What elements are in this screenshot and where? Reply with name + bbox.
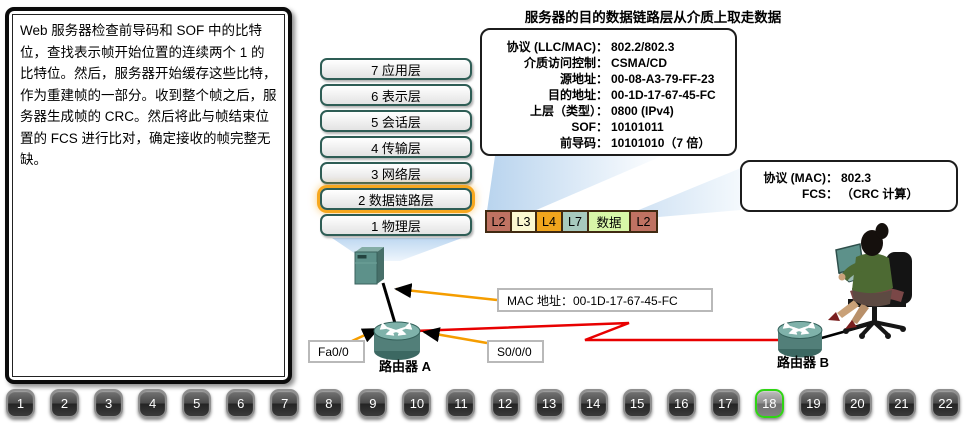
frame-segment-l3: L3 [512, 212, 537, 231]
osi-layer-3: 3 网络层 [320, 162, 472, 184]
nav-button-4[interactable]: 4 [138, 389, 168, 418]
callout-row: 上层（类型）：0800 (IPv4) [486, 103, 727, 119]
router-b-icon [777, 321, 823, 358]
osi-stack: 7 应用层 6 表示层 5 会话层 4 传输层 3 网络层 2 数据链路层 1 … [320, 58, 472, 240]
frame-segment-l2-trailer: L2 [631, 212, 656, 231]
frame-segment-l7: L7 [563, 212, 589, 231]
frame-segment-data: 数据 [589, 212, 631, 231]
frame-segment-l2-header: L2 [487, 212, 512, 231]
nav-button-11[interactable]: 11 [446, 389, 476, 418]
nav-button-8[interactable]: 8 [314, 389, 344, 418]
osi-layer-4: 4 传输层 [320, 136, 472, 158]
router-a-icon [373, 321, 421, 360]
callout-row: 目的地址：00-1D-17-67-45-FC [486, 87, 727, 103]
beam-stack-to-server [332, 238, 462, 261]
row-label: 目的地址： [547, 88, 608, 102]
mac-address-tag: MAC 地址：00-1D-17-67-45-FC [497, 288, 713, 312]
fa-port-tag: Fa0/0 [308, 340, 365, 363]
description-panel: Web 服务器检查前导码和 SOF 中的比特位，查找表示帧开始位置的连续两个 1… [5, 7, 292, 384]
row-label: 介质访问控制： [523, 56, 608, 70]
nav-button-19[interactable]: 19 [798, 389, 828, 418]
nav-button-14[interactable]: 14 [578, 389, 608, 418]
nav-button-21[interactable]: 21 [886, 389, 916, 418]
person-at-computer [828, 223, 912, 339]
row-value: （CRC 计算） [841, 187, 919, 201]
row-label: 上层（类型）： [529, 104, 608, 118]
nav-button-1[interactable]: 1 [6, 389, 35, 418]
osi-layer-2-highlighted: 2 数据链路层 [320, 188, 472, 210]
osi-layer-1: 1 物理层 [320, 214, 472, 236]
fcs-callout: 协议 (MAC)：802.3 FCS：（CRC 计算） [740, 160, 958, 212]
serial-link-line [413, 321, 787, 342]
osi-layer-7: 7 应用层 [320, 58, 472, 80]
row-label: FCS： [801, 187, 838, 201]
description-text: Web 服务器检查前导码和 SOF 中的比特位，查找表示帧开始位置的连续两个 1… [12, 14, 285, 377]
s-port-tag: S0/0/0 [487, 340, 544, 363]
nav-button-17[interactable]: 17 [710, 389, 740, 418]
callout-row: 源地址：00-08-A3-79-FF-23 [486, 71, 727, 87]
nav-button-9[interactable]: 9 [358, 389, 388, 418]
nav-button-7[interactable]: 7 [270, 389, 300, 418]
row-label: 源地址： [559, 72, 608, 86]
row-value: 10101011 [611, 120, 664, 134]
row-value: CSMA/CD [611, 56, 667, 70]
row-label: 协议 (LLC/MAC)： [506, 40, 608, 54]
nav-button-2[interactable]: 2 [50, 389, 80, 418]
row-value: 10101010（7 倍） [611, 136, 711, 150]
nav-button-12[interactable]: 12 [490, 389, 520, 418]
slide-navigation: 1 2 3 4 5 6 7 8 9 10 11 12 13 14 15 16 1… [6, 389, 960, 418]
beam-callout-to-frame-left [487, 156, 662, 211]
row-label: SOF： [571, 120, 608, 134]
callout-row: 介质访问控制：CSMA/CD [486, 55, 727, 71]
row-value: 802.2/802.3 [611, 40, 675, 54]
frame-segment-l4: L4 [537, 212, 563, 231]
beam-callout-to-frame-right [612, 168, 741, 221]
callout-row: 协议 (LLC/MAC)：802.2/802.3 [486, 39, 727, 55]
osi-layer-6: 6 表示层 [320, 84, 472, 106]
nav-button-5[interactable]: 5 [182, 389, 212, 418]
callout-row: SOF：10101011 [486, 119, 727, 135]
server-icon [354, 247, 384, 285]
frame-bar: L2 L3 L4 L7 数据 L2 [485, 210, 658, 233]
diagram-title: 服务器的目的数据链路层从介质上取走数据 [524, 10, 782, 25]
nav-button-16[interactable]: 16 [666, 389, 696, 418]
osi-layer-5: 5 会话层 [320, 110, 472, 132]
row-value: 00-1D-17-67-45-FC [611, 88, 716, 102]
frame-details-callout: 协议 (LLC/MAC)：802.2/802.3 介质访问控制：CSMA/CD … [480, 28, 737, 156]
nav-button-6[interactable]: 6 [226, 389, 256, 418]
router-b-label: 路由器 B [776, 355, 829, 370]
row-label: 协议 (MAC)： [763, 171, 838, 185]
row-value: 802.3 [841, 171, 872, 185]
callout-row: FCS：（CRC 计算） [746, 186, 946, 202]
nav-button-3[interactable]: 3 [94, 389, 124, 418]
row-value: 00-08-A3-79-FF-23 [611, 72, 715, 86]
row-label: 前导码： [559, 136, 608, 150]
mac-callout-line [394, 283, 498, 302]
nav-button-10[interactable]: 10 [402, 389, 432, 418]
nav-button-15[interactable]: 15 [622, 389, 652, 418]
callout-row: 前导码：10101010（7 倍） [486, 135, 727, 151]
nav-button-22[interactable]: 22 [930, 389, 960, 418]
nav-button-18-active[interactable]: 18 [754, 389, 784, 418]
s-port-callout-line [422, 327, 488, 345]
nav-button-13[interactable]: 13 [534, 389, 564, 418]
router-a-label: 路由器 A [378, 359, 431, 374]
row-value: 0800 (IPv4) [611, 104, 674, 118]
callout-row: 协议 (MAC)：802.3 [746, 170, 946, 186]
nav-button-20[interactable]: 20 [842, 389, 872, 418]
